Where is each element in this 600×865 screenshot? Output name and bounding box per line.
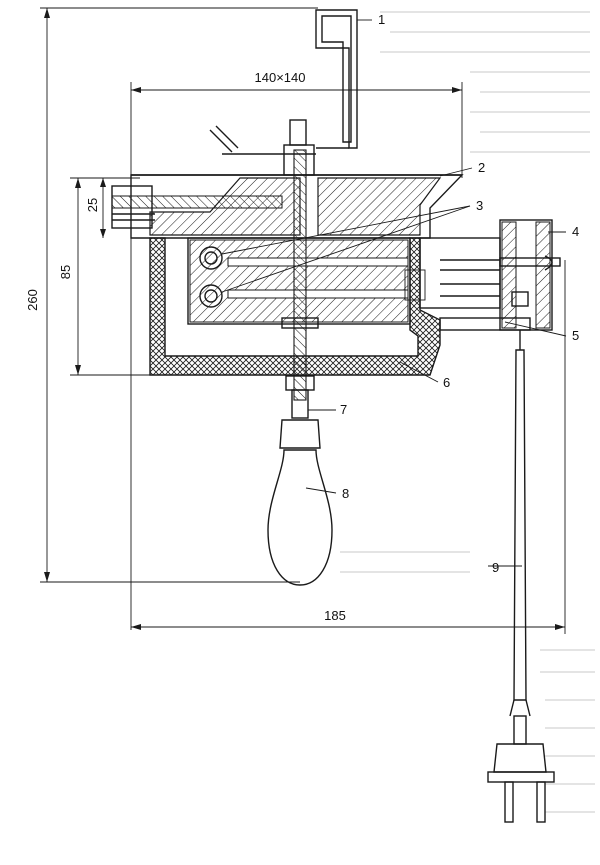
dimension-185-label: 185 — [324, 608, 346, 623]
callout-9: 9 — [488, 560, 522, 575]
dimension-185: 185 — [131, 260, 566, 634]
dimension-25-label: 25 — [85, 198, 100, 212]
power-cord — [487, 330, 555, 823]
left-handle-stub — [111, 185, 283, 229]
dimension-85-label: 85 — [58, 265, 73, 279]
callout-2: 2 — [439, 160, 485, 177]
callout-4: 4 — [548, 224, 579, 239]
housing — [149, 237, 531, 376]
background-text-bleed — [340, 11, 595, 813]
callout-8: 8 — [305, 486, 349, 501]
svg-text:7: 7 — [340, 402, 347, 417]
callout-1: 1 — [357, 12, 385, 27]
callout-6: 6 — [399, 361, 450, 390]
dimension-260-label: 260 — [25, 289, 40, 311]
dimension-140x140-label: 140×140 — [255, 70, 306, 85]
svg-text:2: 2 — [478, 160, 485, 175]
callout-3: 3 — [221, 198, 483, 293]
svg-text:8: 8 — [342, 486, 349, 501]
bottom-handle — [267, 389, 333, 586]
svg-text:3: 3 — [476, 198, 483, 213]
dimension-85: 85 — [58, 178, 160, 376]
terminal-box — [404, 219, 561, 331]
dimension-140x140: 140×140 — [130, 70, 463, 630]
svg-text:4: 4 — [572, 224, 579, 239]
callout-7: 7 — [308, 402, 347, 417]
svg-text:9: 9 — [492, 560, 499, 575]
dimension-260: 260 — [25, 7, 318, 583]
svg-text:6: 6 — [443, 375, 450, 390]
dimension-25: 25 — [70, 177, 140, 238]
svg-text:5: 5 — [572, 328, 579, 343]
callout-5: 5 — [504, 321, 579, 343]
spindle — [281, 149, 319, 401]
svg-text:1: 1 — [378, 12, 385, 27]
